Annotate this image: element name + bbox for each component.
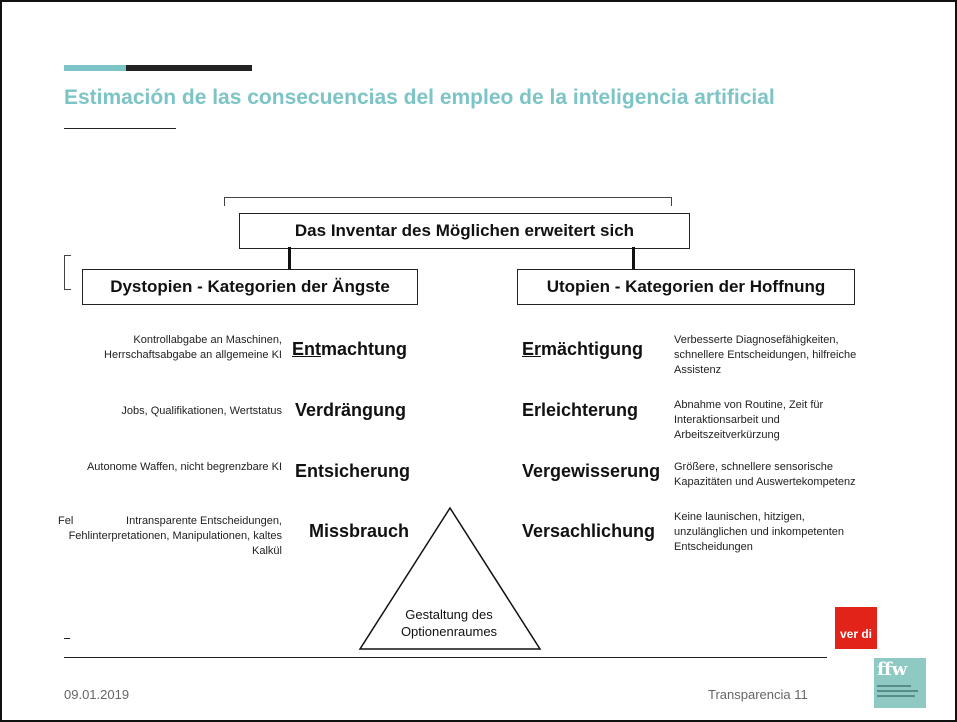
triangle-label: Gestaltung des Optionenraumes [400,607,498,639]
options-triangle [358,506,542,650]
dystopia-note: Autonome Waffen, nicht begrenzbare KI [86,461,282,473]
dystopia-term: Entmachtung [292,339,407,360]
utopia-note: Keine launischen, hitzigen, unzulänglich… [674,511,845,553]
utopia-note: Größere, schnellere sensorische Kapazitä… [674,461,856,488]
dystopia-note: Intransparente Entscheidungen, Fehlinter… [68,515,282,557]
side-bracket [64,255,71,290]
term-prefix: Ent [292,339,321,359]
term-prefix: Er [522,339,542,359]
utopia-term: Vergewisserung [522,461,661,481]
utopia-term: Erleichterung [522,400,639,420]
bottom-rule [64,657,827,658]
title-accent-bar-teal [64,65,126,71]
utopia-note: Verbesserte Diagnosefähigkeiten, schnell… [674,334,857,376]
dystopia-term: Entsicherung [295,461,411,481]
ffw-logo-subtext [877,685,925,697]
left-dash [64,638,70,639]
ffw-logo-text: ffw [877,659,908,680]
utopia-term: Versachlichung [522,521,656,541]
connector-left [288,247,291,269]
title-underline [64,128,176,129]
top-box: Das Inventar des Möglichen erweitert sic… [239,213,690,249]
dystopia-note: Kontrollabgabe an Maschinen, Herrschafts… [104,334,282,361]
utopia-note: Abnahme von Routine, Zeit für Interaktio… [674,399,824,441]
term-rest: machtung [321,339,408,359]
verdi-logo: ver di [835,607,877,649]
utopia-term: Ermächtigung [522,339,643,360]
stray-text: Fel [58,515,74,527]
dystopia-header: Dystopien - Kategorien der Ängste [82,269,418,305]
dystopia-term: Verdrängung [295,400,407,420]
dystopia-note: Jobs, Qualifikationen, Wertstatus [121,405,282,417]
ffw-logo [874,658,926,708]
footer-page-number: Transparencia 11 [708,687,808,702]
top-bracket [224,197,672,206]
connector-right [632,247,635,269]
slide-title: Estimación de las consecuencias del empl… [64,86,775,109]
footer-date: 09.01.2019 [64,687,130,702]
title-accent-bar-dark [126,65,252,71]
dystopia-term: Missbrauch [309,521,410,541]
term-rest: mächtigung [541,339,644,359]
utopia-header: Utopien - Kategorien der Hoffnung [517,269,855,305]
